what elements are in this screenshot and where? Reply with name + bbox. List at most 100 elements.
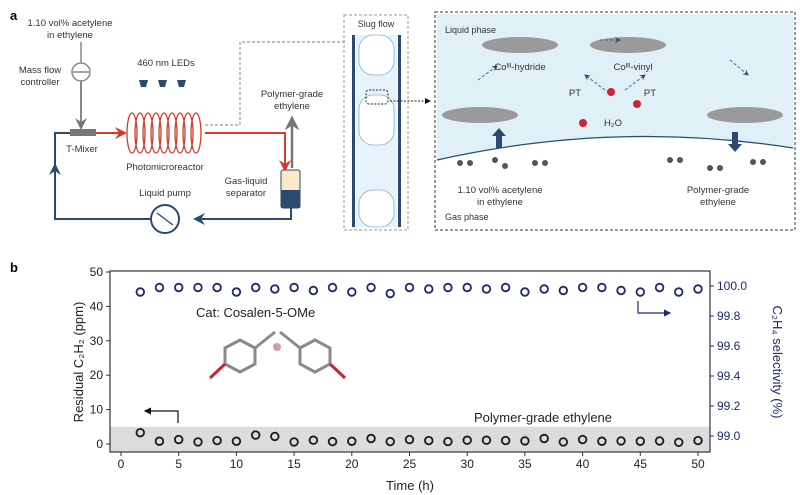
release-arrow-icon bbox=[728, 132, 742, 152]
residual-c2h2-point bbox=[520, 436, 530, 446]
y-right-axis-label: C₂H₄ selectivity (%) bbox=[770, 306, 785, 419]
y-right-tick-label: 99.4 bbox=[717, 369, 741, 383]
gas-out-label-1: Polymer-grade bbox=[687, 185, 749, 196]
c2h4-selectivity-point bbox=[654, 282, 665, 293]
y-right-tick-label: 99.6 bbox=[717, 339, 741, 353]
residual-c2h2-point bbox=[366, 433, 376, 444]
c2h4-selectivity-point bbox=[212, 282, 222, 293]
c2h4-selectivity-point bbox=[424, 284, 434, 294]
c2h4-selectivity-point bbox=[520, 287, 530, 297]
vinyl-label: Coᴵᴵᴵ-vinyl bbox=[613, 62, 652, 73]
y-left-tick-label: 0 bbox=[96, 437, 103, 451]
y-right-tick-label: 99.8 bbox=[717, 309, 741, 323]
slug-flow-label: Slug flow bbox=[358, 19, 395, 29]
residual-c2h2-point bbox=[308, 435, 319, 445]
x-tick-label: 45 bbox=[634, 457, 648, 471]
residual-c2h2-point bbox=[289, 437, 299, 447]
residual-c2h2-point bbox=[616, 436, 626, 446]
x-tick-label: 50 bbox=[691, 457, 705, 471]
reactor-label: Photomicroreactor bbox=[126, 162, 204, 173]
polymer-grade-band bbox=[110, 426, 710, 452]
c2h4-selectivity-point bbox=[347, 287, 357, 297]
residual-c2h2-point bbox=[173, 434, 184, 445]
residual-c2h2-point bbox=[250, 430, 261, 440]
panel-a-label: a bbox=[10, 8, 18, 23]
residual-c2h2-point bbox=[693, 435, 703, 446]
water-label: H₂O bbox=[604, 118, 622, 129]
c2h4-selectivity-point bbox=[481, 284, 492, 294]
right-axis-arrow bbox=[637, 301, 672, 317]
c2h4-selectivity-point bbox=[231, 287, 242, 297]
c2h4-selectivity-point bbox=[366, 282, 376, 293]
x-tick-label: 40 bbox=[576, 457, 590, 471]
gas-in-label-1: 1.10 vol% acetylene bbox=[457, 185, 542, 196]
feed-label-1: 1.10 vol% acetylene bbox=[27, 18, 112, 29]
c2h4-selectivity-point bbox=[635, 287, 645, 297]
t-mixer-icon bbox=[70, 129, 96, 136]
residual-c2h2-point bbox=[424, 435, 434, 446]
photomicroreactor-coil-icon bbox=[126, 112, 202, 154]
residual-c2h2-point bbox=[558, 437, 569, 447]
c2h4-selectivity-point bbox=[404, 282, 415, 293]
led-icons bbox=[139, 80, 186, 87]
catalyst-annotation: Cat: Cosalen-5-OMe bbox=[196, 305, 315, 320]
c2h4-selectivity-point bbox=[539, 284, 549, 294]
pt-label-left: PT bbox=[569, 88, 581, 99]
cobalt-complex-icons bbox=[442, 37, 783, 123]
x-tick-label: 0 bbox=[118, 457, 125, 471]
x-tick-label: 35 bbox=[518, 457, 532, 471]
residual-c2h2-point bbox=[481, 435, 492, 445]
pt-label-right: PT bbox=[644, 88, 656, 99]
residual-c2h2-point bbox=[385, 436, 395, 447]
panel-b-label: b bbox=[10, 260, 18, 275]
y-left-tick-label: 50 bbox=[90, 265, 104, 279]
c2h4-selectivity-point bbox=[558, 285, 569, 296]
residual-c2h2-point bbox=[327, 436, 338, 447]
c2h4-selectivity-point bbox=[289, 282, 299, 293]
gas-out-label-2: ethylene bbox=[700, 197, 736, 208]
x-tick-label: 15 bbox=[287, 457, 301, 471]
c2h4-selectivity-point bbox=[693, 284, 703, 294]
x-axis-label: Time (h) bbox=[386, 478, 434, 493]
y-left-axis-label: Residual C₂H₂ (ppm) bbox=[71, 302, 86, 423]
x-tick-label: 5 bbox=[175, 457, 182, 471]
mfc-label-1: Mass flow bbox=[19, 65, 61, 76]
y-left-tick-label: 40 bbox=[90, 299, 104, 313]
hydride-label: Coᴵᴵᴵ-hydride bbox=[494, 62, 545, 73]
residual-c2h2-point bbox=[577, 434, 588, 445]
residual-c2h2-point bbox=[231, 436, 242, 446]
left-axis-arrow bbox=[143, 407, 179, 423]
y-right-tick-label: 99.0 bbox=[717, 429, 741, 443]
residual-c2h2-point bbox=[500, 435, 511, 446]
catalyst-structure-icon bbox=[208, 330, 347, 380]
c2h4-selectivity-point bbox=[577, 282, 588, 293]
residual-c2h2-point bbox=[193, 437, 203, 447]
product-label-1: Polymer-grade bbox=[261, 89, 323, 100]
pump-label: Liquid pump bbox=[139, 188, 191, 199]
y-right-tick-label: 100.0 bbox=[717, 279, 747, 293]
uptake-arrow-icon bbox=[492, 128, 506, 148]
c2h4-selectivity-point bbox=[154, 282, 165, 293]
y-left-tick-label: 20 bbox=[90, 368, 104, 382]
feed-label-2: in ethylene bbox=[47, 30, 93, 41]
c2h4-selectivity-point bbox=[443, 282, 453, 293]
liquid-phase-label: Liquid phase bbox=[445, 25, 496, 35]
c2h4-selectivity-point bbox=[250, 282, 261, 293]
c2h4-selectivity-point bbox=[270, 284, 280, 294]
y-left-tick-label: 10 bbox=[90, 403, 104, 417]
residual-c2h2-point bbox=[654, 436, 665, 446]
product-label-2: ethylene bbox=[274, 101, 310, 112]
residual-c2h2-point bbox=[270, 431, 280, 442]
plot-frame bbox=[109, 270, 711, 453]
gas-molecule-icons bbox=[457, 157, 766, 171]
x-tick-label: 20 bbox=[345, 457, 359, 471]
c2h4-selectivity-point bbox=[385, 288, 395, 299]
separator-label-2: separator bbox=[226, 188, 266, 199]
c2h4-selectivity-point bbox=[674, 287, 684, 297]
c2h4-selectivity-point bbox=[597, 282, 607, 293]
residual-c2h2-point bbox=[597, 436, 607, 446]
residual-c2h2-point bbox=[539, 433, 549, 444]
c2h4-selectivity-point bbox=[500, 282, 511, 293]
